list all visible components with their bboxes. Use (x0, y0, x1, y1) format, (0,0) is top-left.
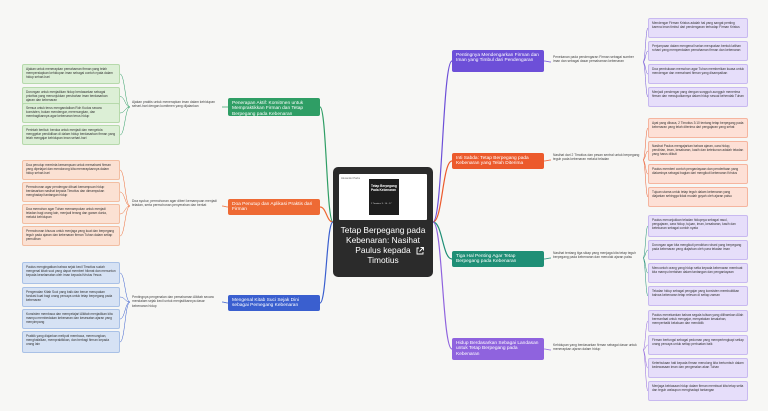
summary-right-3: Kehidupan yang berdasarkan firman sebaga… (551, 342, 643, 358)
leaf-right-2-1: Dorongan agar kita mengikuti pendirian r… (648, 240, 748, 260)
connector (642, 61, 649, 98)
leaf-right-3-0: Paulus menekankan bahwa segala tulisan y… (648, 310, 748, 332)
branch-doa-penutup[interactable]: Doa Penutup dan Aplikasi Praktis dari Fi… (228, 199, 320, 215)
leaf-right-0-0: Mendengar Firman Kristus adalah hal yang… (648, 18, 748, 38)
connector (119, 96, 131, 108)
connector (642, 50, 649, 63)
connector (119, 73, 131, 108)
branch-penerapan-aktif[interactable]: Penerapan Aktif: Komitmen untuk Memprakt… (228, 98, 320, 116)
connector (221, 205, 229, 208)
connector (543, 60, 552, 63)
central-topic-title: Tetap Berpegang pada Kebenaran: Nasihat … (340, 225, 426, 266)
connector (432, 221, 453, 350)
thumbnail-author: Alexander Parks (341, 177, 361, 180)
connector (642, 159, 649, 175)
connector (119, 169, 131, 207)
summary-left-1: Doa syukur, permohonan agar diberi kemam… (130, 198, 222, 214)
connector (642, 127, 649, 161)
connector (119, 301, 131, 343)
leaf-left-2-1: Pengenalan Kitab Suci yang baik dan bena… (22, 287, 120, 307)
connector (319, 221, 334, 304)
connector (119, 191, 131, 207)
connector (119, 205, 131, 237)
summary-left-2: Pentingnya pengenalan dan pemahaman Alki… (130, 294, 222, 310)
connector (642, 61, 649, 75)
leaf-left-1-1: Permohonan agar pendengar dibuat kemampu… (22, 182, 120, 202)
book-cover-thumbnail: Alexander Parks Tetap Berpegang Pada Keb… (339, 174, 427, 220)
leaf-left-1-3: Permohonan khusus untuk menjaga yang kua… (22, 226, 120, 246)
leaf-right-1-2: Paulus memberi contoh penganiayaan dan p… (648, 164, 748, 184)
branch-inti-sabda[interactable]: Inti Sabda: Tetap Berpegang pada Kebenar… (452, 153, 544, 169)
leaf-right-3-3: Menjaga kebiasaan hidup dalam firman mem… (648, 381, 748, 401)
leaf-left-1-2: Doa memohon agar Tuhan memampukan untuk … (22, 204, 120, 224)
leaf-left-2-0: Paulus mengingatkan bahwa sejak kecil Ti… (22, 262, 120, 284)
leaf-right-0-2: Doa pembukaan memohon agar Tuhan memberi… (648, 64, 748, 84)
leaf-right-1-0: Ayat yang dibaca, 2 Timotius 3:10 tentan… (648, 118, 748, 138)
leaf-left-0-3: Perintah berikut: berdoa untuk menjadi d… (22, 125, 120, 145)
connector (119, 106, 131, 114)
connector (319, 106, 334, 223)
summary-right-2: Nasihat tentang tiga sikap yang menjaga … (551, 250, 643, 266)
leaf-right-2-0: Paulus menunjukkan teladan hidupnya seba… (648, 215, 748, 237)
connector (642, 150, 649, 161)
connector (642, 249, 649, 259)
connector (642, 320, 649, 351)
connector (642, 344, 649, 351)
thumbnail-reference: 2 Timotius 3 : 10 - 17 (371, 203, 392, 205)
connector (642, 257, 649, 297)
summary-right-1: Nasihat dari 2 Timotius dan pesan sentra… (551, 152, 643, 168)
thumbnail-cover: Tetap Berpegang Pada Kebenaran 2 Timotiu… (369, 179, 399, 215)
connector (119, 106, 131, 136)
leaf-right-3-1: Firman berfungsi sebagai pedoman yang me… (648, 335, 748, 355)
leaf-right-1-1: Nasihat Paulus mengajarkan bahwa ajaran,… (648, 141, 748, 161)
leaf-right-0-3: Menjadi pendengar yang dengan sungguh-su… (648, 87, 748, 107)
leaf-right-2-3: Teladan hidup sebagai pengajar yang kons… (648, 286, 748, 306)
central-topic[interactable]: Alexander Parks Tetap Berpegang Pada Keb… (333, 167, 433, 277)
leaf-left-2-2: Konsisten membaca dan mempelajari Alkita… (22, 309, 120, 329)
branch-mengenal-kitab-suci[interactable]: Mengenal Kitab Suci Sejak Dini sebagai P… (228, 295, 320, 311)
connector (119, 296, 131, 303)
connector (543, 159, 552, 162)
leaf-right-2-2: Mencontoh orang yang hidup setia kepada … (648, 263, 748, 283)
connector (319, 206, 334, 223)
leaf-left-1-0: Doa penutup meminta kemampuan untuk mema… (22, 160, 120, 180)
connector (642, 159, 649, 198)
connector (543, 348, 552, 351)
leaf-right-0-1: Perjumpaan dalam mengenal harian merupak… (648, 41, 748, 61)
leaf-left-0-2: Semua untuk terus mengandalkan Roh Kudus… (22, 103, 120, 123)
leaf-left-2-3: Praktik yang diajarkan meliputi membaca,… (22, 331, 120, 353)
connector (642, 349, 649, 392)
branch-tiga-hal-penting[interactable]: Tiga Hal Penting Agar Tetap Berpegang pa… (452, 251, 544, 267)
connector (119, 301, 131, 320)
summary-right-0: Penekanan pada pendengaran Firman sebaga… (551, 54, 643, 70)
leaf-right-1-3: Tujuan utama untuk tetap teguh dalam keb… (648, 187, 748, 207)
connector (221, 301, 229, 304)
external-link-icon[interactable] (415, 246, 425, 256)
connector (432, 221, 453, 260)
leaf-left-0-0: Ajakan untuk menerapkan pemahaman firman… (22, 64, 120, 84)
summary-left-0: Ajakan praktis untuk menerapkan iman dal… (130, 99, 222, 115)
connector (642, 225, 649, 259)
branch-hidup-berdasarkan[interactable]: Hidup Berdasarkan Sebagai Landasan untuk… (452, 338, 544, 360)
connector (432, 60, 453, 223)
connector (642, 257, 649, 274)
connector (642, 27, 649, 63)
thumbnail-title: Tetap Berpegang Pada Kebenaran (371, 184, 397, 192)
connector (543, 257, 552, 260)
connector (119, 205, 131, 215)
leaf-right-3-2: Keterbukaan hati kepada firman menolong … (648, 358, 748, 378)
branch-pentingnya-mendengarkan[interactable]: Pentingnya Mendengarkan Firman dan Iman … (452, 50, 544, 72)
connector (119, 272, 131, 303)
connector (432, 160, 453, 223)
